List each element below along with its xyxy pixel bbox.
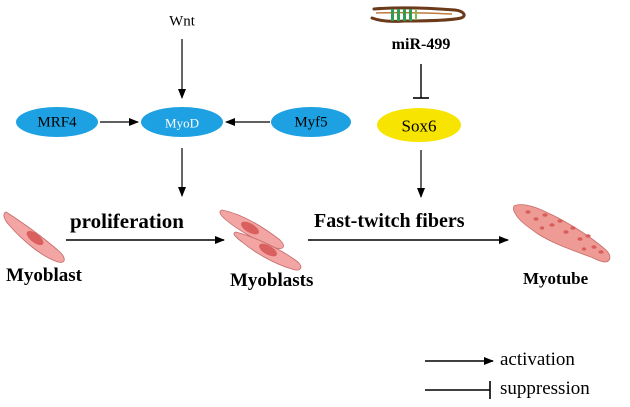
myod-label: MyoD — [165, 115, 199, 131]
myotube-label: Myotube — [523, 269, 589, 288]
mrf4-label: MRF4 — [37, 114, 77, 131]
mir499-suppresses-sox6 — [413, 64, 429, 99]
legend-suppression-bar — [425, 381, 491, 399]
legend-activation-label: activation — [500, 349, 575, 370]
mirna-hairpin-icon — [370, 6, 466, 23]
myoblast-cell-icon — [3, 211, 65, 263]
myf5-node-shape — [271, 107, 351, 137]
myod-node-shape — [141, 107, 223, 137]
proliferation-label: proliferation — [70, 209, 184, 233]
legend-suppression-label: suppression — [500, 378, 590, 399]
myoblasts-label: Myoblasts — [230, 270, 314, 291]
sox6-node-shape — [377, 108, 461, 142]
myoblasts-cells-icon — [219, 209, 302, 271]
wnt-label: Wnt — [169, 13, 195, 30]
myotube-cell-icon — [512, 204, 611, 263]
mir499-label: miR-499 — [391, 36, 451, 53]
myoblast-label: Myoblast — [6, 265, 82, 286]
mrf4-node-shape — [16, 107, 98, 137]
sox6-label: Sox6 — [401, 116, 437, 136]
fast-twitch-label: Fast-twitch fibers — [314, 210, 465, 232]
myf5-label: Myf5 — [294, 114, 328, 131]
